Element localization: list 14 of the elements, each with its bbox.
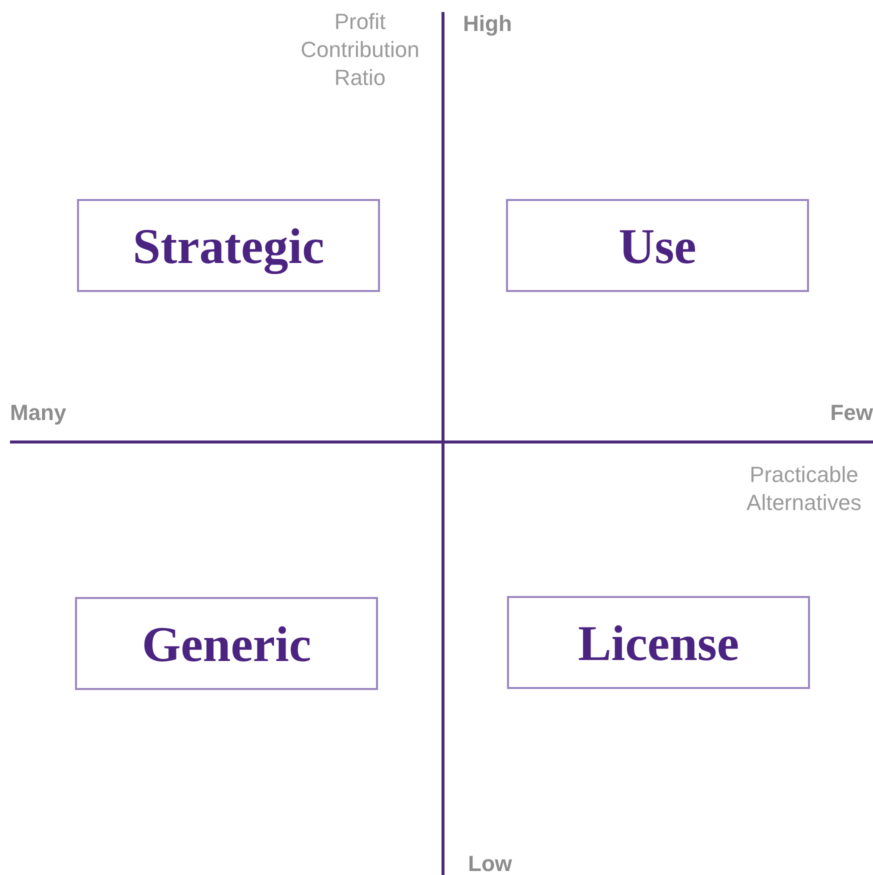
axis-end-label: Many — [10, 399, 66, 427]
quadrant-box — [506, 199, 809, 292]
quadrant-title: License — [578, 614, 740, 672]
quadrant-title: Use — [618, 216, 696, 274]
axis-end-label: Few — [829, 399, 873, 427]
quadrant-box — [75, 597, 378, 690]
axis-end-label: High — [463, 10, 512, 38]
axis-title: Profit Contribution Ratio — [300, 8, 420, 92]
axis-end-label: Low — [468, 850, 512, 875]
quadrant-title: Generic — [142, 614, 312, 672]
axis-title: Practicable Alternatives — [746, 461, 862, 517]
quadrant-title: Strategic — [132, 216, 324, 274]
quadrant-box — [507, 596, 810, 689]
quadrant-box — [77, 199, 380, 292]
